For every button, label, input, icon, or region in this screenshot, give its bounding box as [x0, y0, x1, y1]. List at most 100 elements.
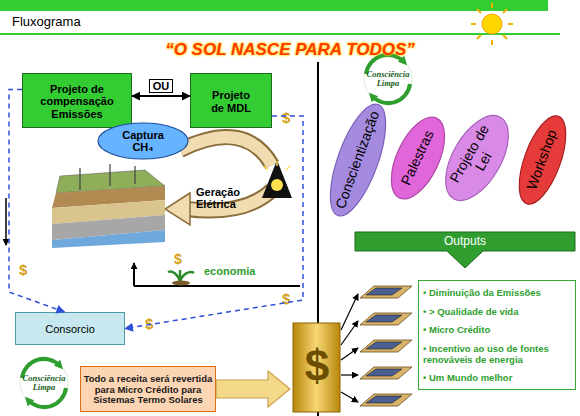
solar-panels [341, 286, 412, 406]
panel-roof [360, 394, 412, 406]
node-label: Palestras [399, 128, 438, 188]
node-label: • Diminuição da Emissões [423, 288, 541, 299]
logo-ring [20, 359, 68, 407]
banner-outline [355, 232, 575, 268]
node-content: Projeto de compensação Emissões [23, 74, 131, 129]
economy-label: economia [204, 265, 274, 277]
outputs-banner: Outputs [355, 232, 575, 268]
capture-ellipse: Captura CH₄ [97, 122, 189, 160]
node-label: Conscientização [333, 109, 383, 211]
consortium-box: Consorcio [15, 312, 125, 345]
header-bar [0, 0, 548, 11]
generator-icon [262, 160, 292, 198]
connector [9, 90, 65, 313]
distribution-arrow [341, 321, 358, 345]
money-column [293, 323, 340, 412]
diagram-title: “O SOL NASCE PARA TODOS” [0, 41, 580, 60]
node-label: Captura CH₄ [118, 129, 168, 154]
node-label: • > Qualidade de vida [423, 307, 518, 318]
node-content: Todo a receita será revertida para Micro… [81, 367, 215, 413]
solar-panel [366, 342, 402, 349]
money-plant [168, 270, 194, 282]
node-content: Captura CH₄ [97, 122, 189, 160]
sun-icon [471, 3, 513, 45]
node-content: Outputs [355, 232, 575, 251]
economy-line [134, 285, 300, 287]
landfill-illustration [52, 164, 165, 248]
ellipse-outline [380, 109, 455, 207]
water-layer [52, 230, 165, 248]
node-label: • Micro Crédito [423, 325, 490, 336]
solar-panel [366, 315, 402, 322]
sun-rays [471, 3, 513, 45]
node-content: Projeto de Lei [431, 104, 522, 212]
panel-roof [360, 367, 412, 379]
panel-roof [360, 313, 412, 325]
cycle-arrow [180, 137, 272, 165]
action-ellipse: Workshop [508, 109, 576, 211]
dollar-symbol: $ [282, 291, 296, 308]
node-label: Workshop [524, 128, 560, 192]
solar-panel [366, 369, 402, 376]
node-content: Consorcio [16, 313, 124, 346]
process-box: Projeto de MDL [190, 73, 272, 128]
node-content: Workshop [508, 109, 576, 211]
ellipse-outline [319, 98, 397, 223]
header-rule [0, 33, 560, 35]
funding-arrow [216, 371, 290, 407]
node-label: Todo a receita será revertida para Micro… [83, 374, 213, 406]
panel-roof [360, 340, 412, 352]
node-content: Projeto de MDL [191, 74, 271, 129]
logo-icon [364, 55, 412, 103]
solar-panel [366, 396, 402, 403]
action-ellipse: Conscientização [318, 96, 399, 223]
node-content: Palestras [379, 108, 457, 208]
note-box: Todo a receita será revertida para Micro… [80, 366, 216, 412]
node-label: Consorcio [45, 323, 95, 335]
dollar-symbol: $ [282, 110, 296, 127]
panel-roof [360, 286, 412, 298]
cycle-arrow-outline [180, 137, 272, 165]
page-header: Fluxograma [12, 15, 132, 29]
logo-icon [20, 359, 68, 407]
distribution-arrow [341, 392, 358, 402]
sun-disc [482, 14, 502, 34]
action-ellipse: Palestras [379, 108, 457, 208]
node-label: Projeto de Lei [446, 120, 508, 196]
ellipse-outline [433, 105, 522, 210]
ellipse-outline [509, 110, 575, 210]
connector [132, 95, 190, 97]
logo-text: Consciência Limpa [364, 70, 412, 89]
logo-ring [364, 55, 412, 103]
lightbulb [271, 179, 283, 191]
node-content: • Diminuição da Emissões • > Qualidade de… [419, 281, 575, 391]
generator-body [262, 160, 292, 198]
node-label: Outputs [444, 235, 486, 248]
dollar-symbol: $ [145, 316, 159, 333]
node-content: Conscientização [318, 96, 399, 223]
gas-pipe [80, 164, 135, 190]
outputs-list: • Diminuição da Emissões • > Qualidade de… [418, 280, 576, 390]
connector [125, 116, 303, 329]
process-label: Geração Elétrica [196, 186, 254, 210]
dollar-symbol: $ [174, 252, 188, 267]
plant-soil [172, 281, 190, 286]
distribution-arrow [341, 374, 358, 375]
logo-text: Consciência Limpa [20, 374, 68, 393]
cycle-arrow-head [165, 193, 190, 225]
dollar-symbol: $ [19, 262, 33, 279]
action-ellipse: Projeto de Lei [431, 104, 522, 212]
ellipse-outline [98, 123, 188, 159]
solar-panel [366, 288, 402, 295]
node-label: • Um Mundo melhor [423, 373, 512, 384]
economy-arrow [133, 263, 135, 286]
light-rays [264, 161, 290, 170]
edge-label: OU [149, 79, 174, 93]
dollar-symbol: $ [302, 342, 332, 390]
node-label: Projeto de compensação Emissões [35, 83, 119, 120]
process-box: Projeto de compensação Emissões [22, 73, 132, 128]
node-label: • Incentivo ao uso de fontes renováveis … [423, 344, 571, 365]
side-arrow [5, 198, 7, 245]
